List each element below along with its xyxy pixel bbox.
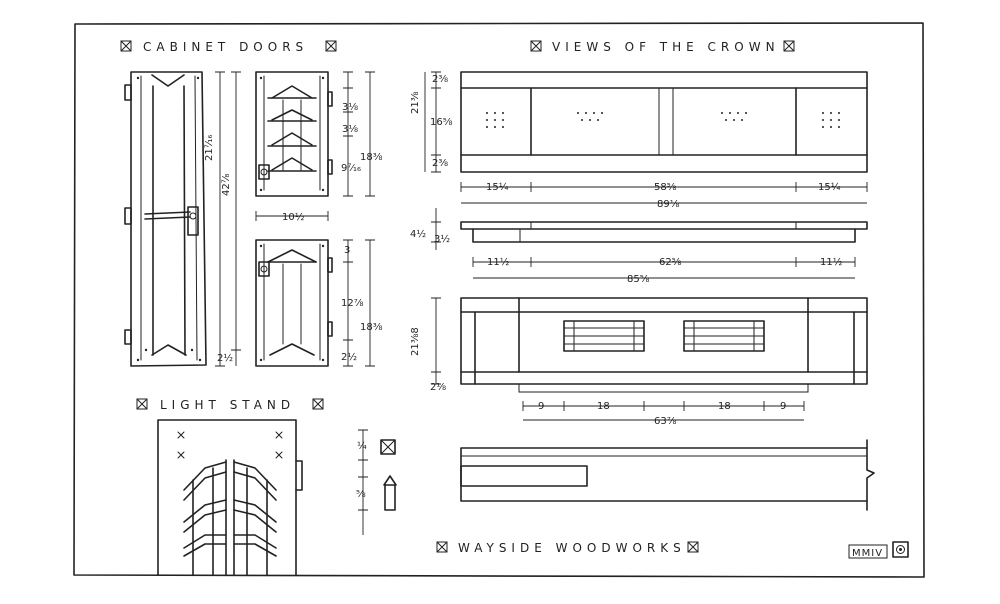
- dim-label: 9: [780, 401, 786, 412]
- dim-label: 3⅛: [342, 124, 358, 135]
- tall-door-dimensions: 21⁷⁄₁₆ 42⁷⁄₈ 2½: [204, 71, 241, 367]
- dim-label: 16⅝: [430, 117, 453, 128]
- dim-label: 89⅛: [657, 199, 680, 210]
- crown-front-view: [460, 71, 868, 173]
- title-cabinet-doors: CABINET DOORS: [120, 40, 337, 54]
- dim-label: 18: [597, 401, 610, 412]
- crown-panel-dimensions: 21⅜8 2⅛ 9 18 18 9 63⅞: [410, 297, 805, 427]
- dim-label: 18⅜: [360, 322, 383, 333]
- light-stand-title: LIGHT STAND: [160, 398, 295, 412]
- dim-label: 42⁷⁄₈: [221, 174, 232, 196]
- dim-label: 9⁷⁄₁₆: [341, 163, 361, 174]
- cabinet-door-upper: [255, 71, 333, 197]
- title-wayside-woodworks: WAYSIDE WOODWORKS: [436, 541, 699, 555]
- title-light-stand: LIGHT STAND: [136, 398, 324, 412]
- dim-label: 3½: [434, 233, 450, 245]
- cabinet-door-lower: [255, 239, 333, 367]
- lattice-pane-right: [233, 459, 277, 576]
- wayside-woodworks-title: WAYSIDE WOODWORKS: [458, 541, 686, 555]
- sheet-border: [73, 22, 925, 578]
- dim-label: 62⅝: [659, 257, 682, 268]
- dim-label: 21⅜8: [410, 327, 421, 356]
- dim-label: 4½: [410, 228, 426, 240]
- dim-label: ⅝: [356, 489, 366, 500]
- crown-beam-view: [460, 439, 875, 511]
- dim-label: 15¼: [486, 181, 509, 193]
- cabinet-door-tall: [124, 71, 207, 367]
- finial-profile-icon: [383, 475, 397, 511]
- box-x-icon: [380, 439, 396, 455]
- dim-label: 21⁷⁄₁₆: [204, 135, 215, 161]
- dim-label: 18⅜: [360, 152, 383, 163]
- title-views-of-crown: VIEWS OF THE CROWN: [530, 40, 795, 54]
- x-mark-icon: [177, 431, 283, 459]
- date-label: MMIV: [852, 548, 883, 559]
- dim-label: ¼: [357, 440, 367, 452]
- date-block: MMIV: [848, 541, 909, 559]
- dim-label: 3⅛: [342, 102, 358, 113]
- dot-pattern: [486, 112, 840, 128]
- dim-label: 11½: [487, 256, 510, 268]
- dim-label: 11½: [820, 256, 843, 268]
- dim-label: 12⅞: [341, 298, 364, 309]
- dim-label: 3: [344, 245, 350, 256]
- dim-label: 2⅜: [432, 158, 448, 169]
- dim-label: 2⅛: [430, 382, 446, 393]
- dim-label: 85⅝: [627, 274, 650, 285]
- upper-door-dimensions: 10½ 3⅛ 3⅛ 9⁷⁄₁₆ 18⅜: [255, 71, 383, 223]
- lattice-pane-left: [183, 459, 227, 576]
- box-x-icon: [312, 398, 324, 410]
- views-of-crown-title: VIEWS OF THE CROWN: [552, 40, 780, 54]
- dim-label: 10½: [282, 211, 305, 223]
- dim-label: 58⅝: [654, 182, 677, 193]
- box-x-icon: [530, 40, 542, 52]
- box-x-icon: [136, 398, 148, 410]
- dim-label: 2½: [217, 352, 233, 364]
- dim-label: 15¼: [818, 181, 841, 193]
- dim-label: 21⅜: [410, 91, 421, 114]
- crown-top-strip: [460, 221, 868, 243]
- profile-detail: ¼ ⅝: [356, 429, 397, 535]
- crown-front-dimensions: 2⅜ 21⅜ 16⅝ 2⅜ 15¼ 58⅝ 15¼ 89⅛: [410, 71, 868, 210]
- box-x-icon: [120, 40, 132, 52]
- dim-label: 2½: [341, 351, 357, 363]
- maker-mark-icon: [892, 541, 909, 558]
- light-stand-drawing: [157, 419, 303, 576]
- dim-label: 18: [718, 401, 731, 412]
- dim-label: 2⅜: [432, 74, 448, 85]
- lattice-window-left: [563, 320, 645, 352]
- lattice-window-right: [683, 320, 765, 352]
- box-x-icon: [687, 541, 699, 553]
- crown-panel-view: [460, 297, 868, 393]
- cabinet-doors-title: CABINET DOORS: [143, 40, 308, 54]
- dim-label: 63⅞: [654, 416, 677, 427]
- lower-door-dimensions: 3 12⅞ 18⅜ 2½: [341, 239, 383, 367]
- box-x-icon: [325, 40, 337, 52]
- box-x-icon: [436, 541, 448, 553]
- dim-label: 9: [538, 401, 544, 412]
- box-x-icon: [783, 40, 795, 52]
- crown-strip-dimensions: 4½ 3½ 11½ 62⅝ 11½ 85⅝: [410, 208, 856, 285]
